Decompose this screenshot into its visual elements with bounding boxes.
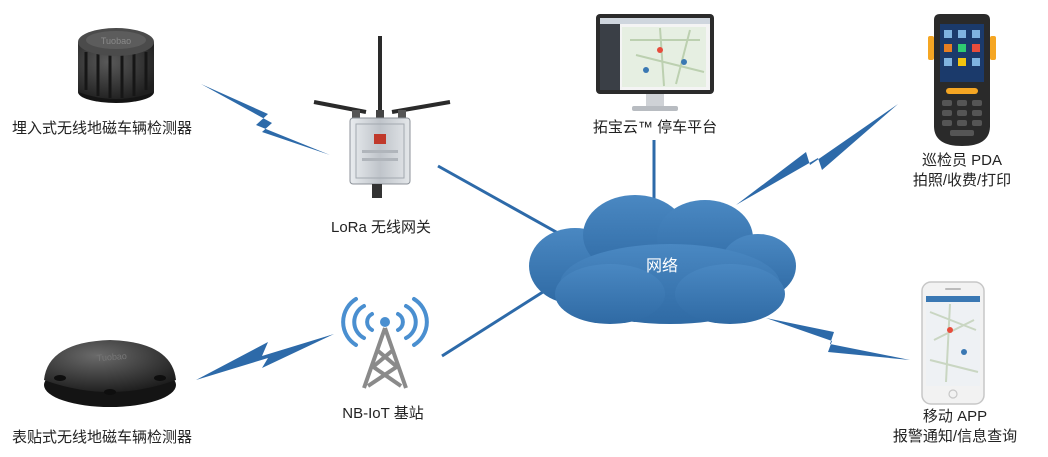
platform-label: 拓宝云™ 停车平台	[592, 119, 718, 136]
buried-sensor-label: 埋入式无线地磁车辆检测器	[12, 120, 193, 137]
wireless-bolt-pda	[736, 104, 898, 205]
lora-gateway-image	[313, 36, 451, 198]
wireless-bolt-surface-sensor	[196, 334, 334, 380]
signal-waves-icon	[341, 297, 429, 347]
app-title-label: 移动 APP	[922, 408, 988, 425]
wireless-bolt-app	[766, 318, 910, 360]
pda-title-label: 巡检员 PDA	[921, 152, 1003, 169]
surface-sensor-label: 表贴式无线地磁车辆检测器	[12, 429, 193, 446]
nbiot-tower-image	[341, 297, 429, 389]
wireless-bolt-buried-sensor	[201, 84, 330, 155]
app-function-label: 报警通知/信息查询	[892, 428, 1018, 445]
network-label: 网络	[645, 258, 679, 275]
nbiot-station-label: NB-IoT 基站	[342, 405, 424, 422]
link-station-cloud	[441, 288, 547, 358]
platform-monitor-image	[596, 14, 714, 111]
link-gateway-cloud	[437, 164, 575, 244]
network-links	[437, 140, 656, 358]
mobile-phone-image	[921, 281, 985, 405]
pda-function-label: 拍照/收费/打印	[912, 172, 1012, 189]
surface-sensor-brand: Tuobao	[96, 351, 127, 363]
buried-sensor-image: Tuobao	[78, 28, 154, 103]
network-cloud	[529, 195, 796, 324]
surface-sensor-image: Tuobao	[44, 340, 176, 407]
buried-sensor-brand: Tuobao	[101, 36, 131, 46]
pda-device-image	[928, 14, 996, 146]
lora-gateway-label: LoRa 无线网关	[330, 219, 432, 236]
wireless-links	[196, 84, 910, 380]
